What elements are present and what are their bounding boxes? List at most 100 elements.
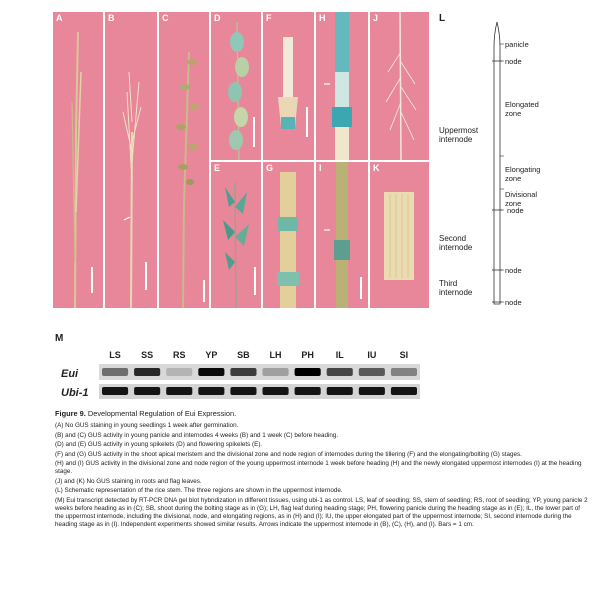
- panel-label-g: G: [266, 163, 274, 173]
- eui-band-iu: [358, 368, 385, 376]
- caption-fg: (F) and (G) GUS activity in the shoot ap…: [55, 450, 522, 458]
- caption-hi: (H) and (I) GUS activity in the division…: [55, 460, 582, 476]
- panel-label-f: F: [266, 13, 272, 23]
- ubi1-band-rs: [166, 387, 193, 395]
- lane-label-ph: PH: [301, 350, 314, 360]
- label-panicle: panicle: [505, 40, 529, 49]
- lane-label-iu: IU: [367, 350, 377, 360]
- figure-title: Developmental Regulation of Eui Expressi…: [87, 409, 237, 418]
- elongated-internode-illustration: [324, 162, 350, 308]
- spikelets-illustration: [228, 21, 249, 160]
- panel-label-a: A: [56, 13, 63, 23]
- caption-l: (L) Schematic representation of the rice…: [55, 487, 343, 495]
- lane-label-rs: RS: [172, 350, 186, 360]
- caption-bc: (B) and (C) GUS activity in young panicl…: [55, 431, 339, 439]
- panel-d-spikelets: D: [211, 12, 261, 160]
- eui-band-il: [326, 368, 353, 376]
- panel-b-young-panicle: B: [105, 12, 157, 308]
- caption-jk: (J) and (K) No GUS staining in roots and…: [55, 477, 202, 485]
- label-elongating-zone: Elongating zone: [505, 165, 541, 183]
- eui-band-ls: [102, 368, 129, 376]
- lane-label-il: IL: [335, 350, 344, 360]
- ubi1-band-yp: [198, 387, 225, 395]
- ubi1-band-ph: [294, 387, 321, 395]
- rice-stem-schematic: L panicle node Elongated zone Uppermost …: [437, 14, 597, 314]
- scale-bar: [360, 277, 362, 299]
- scale-bar: [306, 107, 308, 137]
- flag-leaf-illustration: [384, 192, 414, 280]
- panel-label-e: E: [214, 163, 221, 173]
- figure-label: Figure 9.: [55, 409, 86, 418]
- lane-label-sb: SB: [237, 350, 250, 360]
- ubi1-band-si: [390, 387, 417, 395]
- shoot-apex-illustration: [278, 37, 298, 129]
- label-uppermost-internode: Uppermost internode: [439, 126, 479, 144]
- ubi1-band-iu: [358, 387, 385, 395]
- panel-label-j: J: [373, 13, 379, 23]
- flowering-spikelets-illustration: [223, 181, 249, 308]
- photo-panel-grid: A B C: [53, 12, 429, 308]
- scale-bar: [145, 262, 147, 290]
- gel-blot: [99, 364, 420, 399]
- label-second-internode: Second internode: [439, 234, 473, 252]
- panel-label-i: I: [319, 163, 322, 173]
- panel-label-d: D: [214, 13, 221, 23]
- panel-label-l: L: [439, 13, 446, 24]
- eui-band-ss: [134, 368, 161, 376]
- panel-i-elongated-internode: I: [316, 162, 368, 308]
- lane-label-yp: YP: [205, 350, 218, 360]
- eui-band-rs: [166, 368, 193, 376]
- lane-label-si: SI: [399, 350, 409, 360]
- ubi1-band-lh: [262, 387, 289, 395]
- panel-e-flowering-spikelets: E: [211, 162, 261, 308]
- gene-label-ubi1: Ubi-1: [61, 387, 89, 399]
- panel-label-k: K: [373, 163, 380, 173]
- roots-illustration: [385, 12, 417, 160]
- caption-m: (M) Eui transcript detected by RT-PCR DN…: [55, 496, 588, 528]
- panel-a-seedling: A: [53, 12, 103, 308]
- bolting-internode-illustration: [277, 172, 299, 308]
- panel-label-h: H: [319, 13, 326, 23]
- eui-band-yp: [198, 368, 225, 376]
- panel-g-bolting-internode: G: [263, 162, 314, 308]
- ubi1-band-ss: [134, 387, 161, 395]
- label-node-top: node: [505, 57, 522, 66]
- panel-h-uppermost-internode: H: [316, 12, 368, 160]
- figure-caption: Figure 9. Developmental Regulation of Eu…: [55, 409, 590, 530]
- eui-band-sb: [230, 368, 257, 376]
- label-node-divisional: node: [507, 206, 524, 215]
- eui-band-ph: [294, 368, 321, 376]
- lane-label-ss: SS: [141, 350, 154, 360]
- label-third-internode: Third internode: [439, 279, 473, 297]
- panicle-illustration: [176, 51, 199, 308]
- eui-band-lh: [262, 368, 289, 376]
- lane-label-lh: LH: [269, 350, 282, 360]
- scale-bar: [254, 267, 256, 295]
- caption-a: (A) No GUS staining in young seedlings 1…: [55, 422, 239, 430]
- gene-label-eui: Eui: [61, 368, 79, 380]
- label-elongated-zone: Elongated zone: [505, 100, 539, 118]
- panel-label-b: B: [108, 13, 115, 23]
- label-divisional-zone: Divisional zone: [505, 190, 538, 208]
- panel-j-roots: J: [370, 12, 429, 160]
- panel-label-m: M: [55, 333, 64, 344]
- label-node-third: node: [505, 298, 522, 307]
- label-node-second: node: [505, 266, 522, 275]
- panel-label-c: C: [162, 13, 169, 23]
- ubi1-band-sb: [230, 387, 257, 395]
- panel-k-flag-leaf: K: [370, 162, 429, 308]
- caption-de: (D) and (E) GUS activity in young spikel…: [55, 441, 263, 449]
- seedling-illustration: [71, 31, 82, 308]
- scale-bar: [91, 267, 93, 293]
- caption-title: Figure 9. Developmental Regulation of Eu…: [55, 409, 590, 418]
- uppermost-internode-illustration: [324, 12, 352, 160]
- lane-label-ls: LS: [109, 350, 121, 360]
- ubi1-band-ls: [102, 387, 129, 395]
- scale-bar: [253, 117, 255, 147]
- stem-outline: [492, 21, 504, 305]
- young-panicle-illustration: [122, 71, 142, 308]
- ubi1-band-il: [326, 387, 353, 395]
- scale-bar: [203, 280, 205, 302]
- panel-c-panicle: C: [159, 12, 209, 308]
- panel-f-shoot-apex: F: [263, 12, 314, 160]
